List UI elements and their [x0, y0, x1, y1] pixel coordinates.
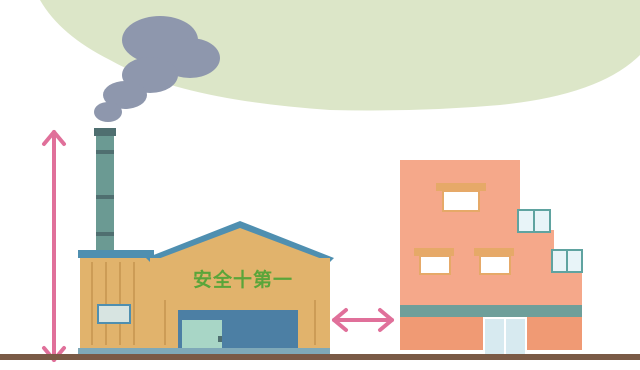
height-arrow-icon — [44, 132, 64, 360]
ground-line — [0, 354, 640, 360]
distance-arrow-icon — [334, 310, 392, 330]
factory-sign: 安全十第一 — [168, 263, 318, 293]
chimney — [94, 128, 116, 258]
house — [400, 160, 582, 358]
